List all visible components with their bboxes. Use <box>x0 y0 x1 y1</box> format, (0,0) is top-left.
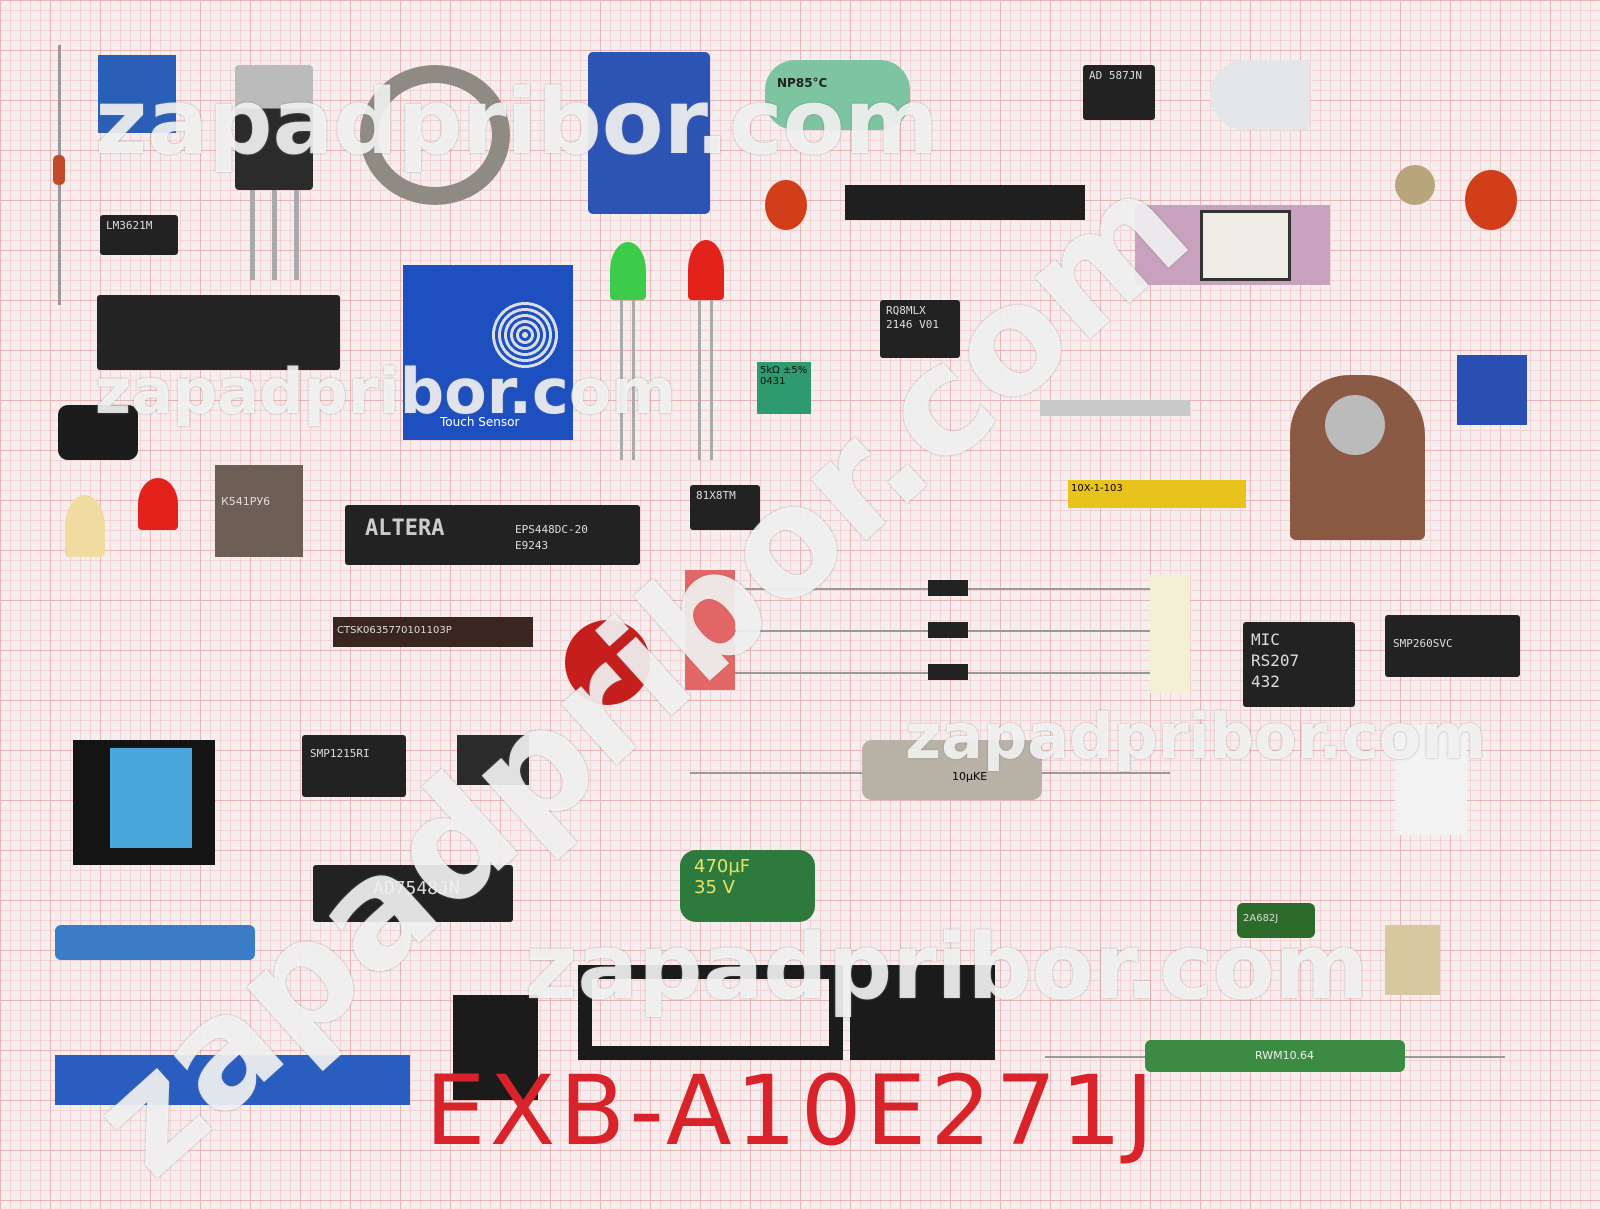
electrolytic-470uf: 470µF 35 V <box>680 850 815 922</box>
transistor-to92 <box>1395 165 1435 205</box>
pin-header <box>845 185 1085 220</box>
ic-socket-2 <box>578 965 843 1060</box>
led-clear <box>1210 60 1310 130</box>
transistor-to220 <box>235 65 313 190</box>
diode-2 <box>928 622 968 638</box>
touch-sensor-label: Touch Sensor <box>440 415 520 429</box>
ic-socket <box>97 295 340 370</box>
seven-segment <box>453 995 538 1100</box>
diode-tape-white <box>1150 575 1190 693</box>
diode-1 <box>928 580 968 596</box>
trimmer-blue <box>98 55 176 133</box>
trimmer-blue-2 <box>1457 355 1527 425</box>
altera-logo: ALTERA <box>365 516 445 541</box>
led-red <box>688 240 724 300</box>
resistor-white <box>1395 725 1467 835</box>
cap-voltage: 35 V <box>694 877 735 898</box>
diode-tape-red <box>685 570 735 690</box>
chip-dip-small: 81X8TM <box>690 485 760 530</box>
potentiometer-shaft <box>1040 400 1190 416</box>
watermark: zapadpribor.com <box>95 355 676 428</box>
crystal-array <box>850 965 995 1060</box>
watermark: zapadpribor.com <box>905 700 1486 773</box>
led-yellow <box>65 495 105 557</box>
regulator-lh1546 <box>457 735 529 785</box>
chip-smp260: SMP260SVC <box>1385 615 1520 677</box>
film-capacitor: 2A682J <box>1237 903 1315 938</box>
mic-code: 432 <box>1251 671 1280 691</box>
watermark: zapadpribor.com <box>95 70 939 175</box>
resistor-network-yellow: 10X-1-103 <box>1068 480 1246 508</box>
chip-ad7548: AD7548JN <box>313 865 513 922</box>
ic-k541: К541РУ6 <box>215 465 303 557</box>
capacitor-metal: 10µKE <box>862 740 1042 800</box>
chip-rq8mlx: RQ8MLX 2146 V01 <box>880 300 960 358</box>
resistor-blue <box>55 925 255 960</box>
crystal-ceramic <box>1385 925 1440 995</box>
diode-body <box>53 155 65 185</box>
sensor-module <box>588 52 710 214</box>
product-title: EXB-A10E271J <box>425 1055 1158 1167</box>
edge-connector <box>55 1055 410 1105</box>
electrolytic-green: NP85°C <box>765 60 910 130</box>
chip-smp1215: SMP1215RI <box>302 735 406 797</box>
altera-part: EPS448DC-20 <box>515 523 588 536</box>
dht-sensor <box>110 748 192 848</box>
ceramic-chip-window <box>1200 210 1291 281</box>
led-green <box>610 242 646 300</box>
touch-pad <box>490 300 560 370</box>
capacitor-ceramic-red-2 <box>1465 170 1517 230</box>
mic-part: RS207 <box>1251 650 1300 670</box>
chip-ad587: AD 587JN <box>1083 65 1155 120</box>
diode-3 <box>928 664 968 680</box>
resistor-green-rwm: RWM10.64 <box>1145 1040 1405 1072</box>
altera-code: E9243 <box>515 539 549 552</box>
potentiometer-knob <box>1325 395 1385 455</box>
resistor-network: CTSK0635770101103P <box>333 617 533 647</box>
inductor-black <box>58 405 138 460</box>
chip-lm3621: LM3621M <box>100 215 178 255</box>
watermark: zapadpribor.com <box>525 915 1369 1020</box>
cap-value: 470µF <box>694 856 751 877</box>
trimmer-green: 5kΩ ±5% 0431 <box>757 362 811 414</box>
led-red-small <box>138 478 178 530</box>
capacitor-ceramic-red <box>765 180 807 230</box>
mic-brand: MIC <box>1251 630 1280 649</box>
chip-altera: ALTERA EPS448DC-20 E9243 <box>345 505 640 565</box>
bridge-rectifier: MIC RS207 432 <box>1243 622 1355 707</box>
varistor-red <box>565 620 650 705</box>
